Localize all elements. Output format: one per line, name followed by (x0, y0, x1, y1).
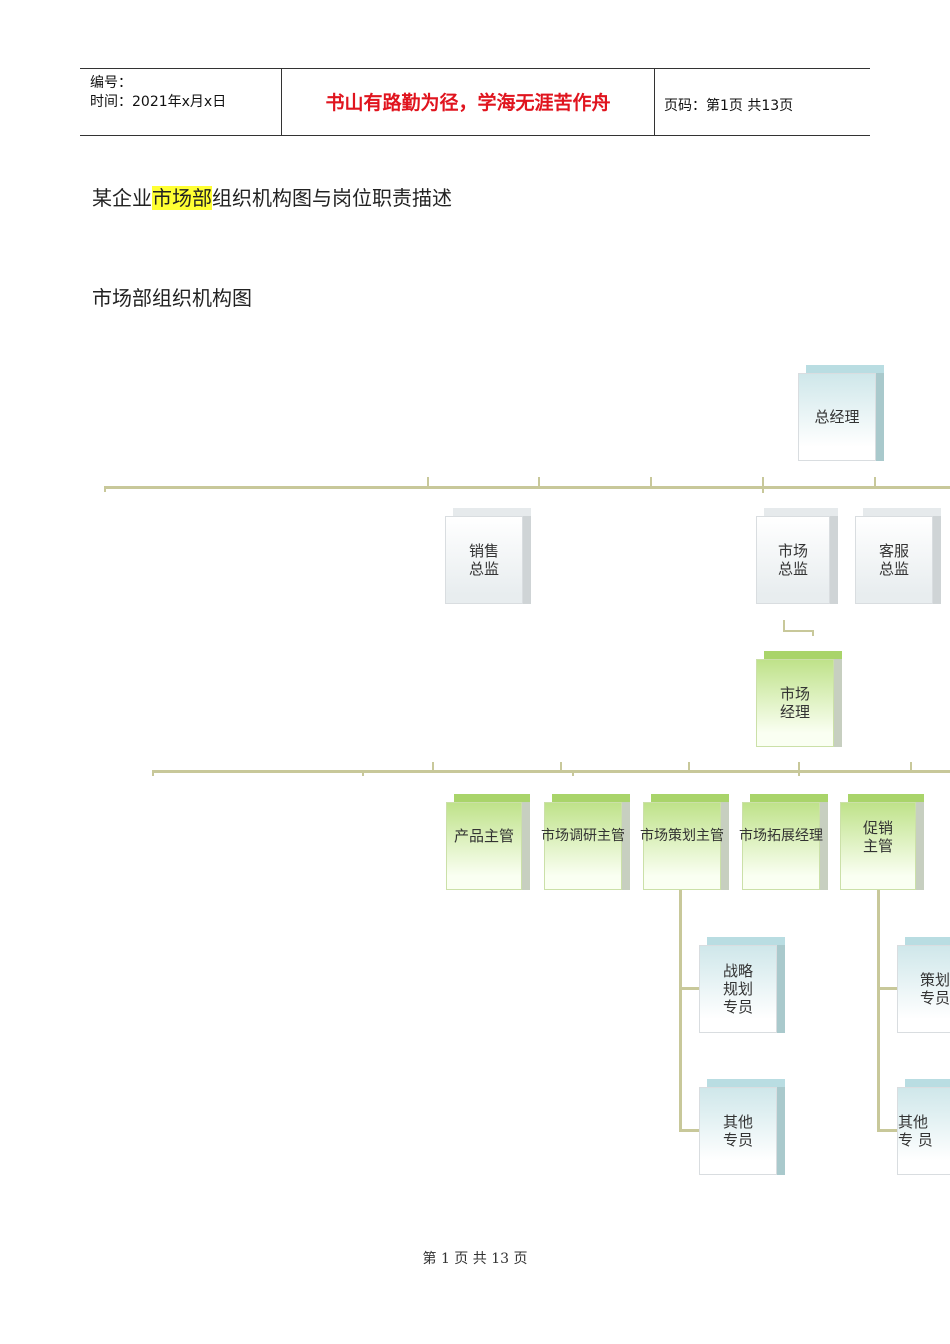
second-bar-tick (910, 762, 912, 773)
expansion-manager-label: 市场拓展经理 (739, 802, 823, 890)
director-manager-connector (783, 620, 785, 632)
second-bar-tick (572, 770, 574, 776)
planning-specialist-label: 策划 专员 (897, 945, 950, 1033)
market-manager-label: 市场 经理 (756, 659, 834, 747)
other-specialist-label: 其他 专员 (699, 1087, 777, 1175)
top-bar-tick (538, 477, 540, 489)
sales-director-label: 销售 总监 (445, 516, 523, 604)
market-manager-box: 市场 经理 (756, 651, 842, 747)
market-director-label: 市场 总监 (756, 516, 830, 604)
section-title: 市场部组织机构图 (92, 286, 252, 310)
title-prefix: 某企业 (92, 186, 152, 210)
market-director-box: 市场 总监 (756, 508, 838, 604)
title-highlight: 市场部 (152, 186, 212, 210)
gm-label: 总经理 (798, 373, 876, 461)
second-bar-tick (560, 762, 562, 773)
header-top-rule (80, 68, 870, 69)
strategy-specialist-label: 战略 规划 专员 (699, 945, 777, 1033)
top-level-bar (104, 486, 950, 489)
page-footer: 第 1 页 共 13 页 (422, 1251, 528, 1267)
promotion-specialist-trunk (877, 888, 880, 1132)
sales-director-box: 销售 总监 (445, 508, 531, 604)
second-bar-tick (432, 762, 434, 773)
second-bar-tick (798, 762, 800, 776)
second-level-bar (152, 770, 950, 773)
top-bar-tick (104, 486, 106, 492)
strategy-specialist-box: 战略 规划 专员 (699, 937, 785, 1033)
planning-lead-box: 市场策划主管 (640, 794, 729, 890)
header-page-info: 页码：第1页 共13页 (664, 98, 794, 114)
promotion-specialist-branch (877, 987, 897, 990)
product-lead-label: 产品主管 (446, 802, 522, 890)
header-number-label: 编号： (90, 75, 132, 91)
service-director-box: 客服 总监 (855, 508, 941, 604)
planning-specialist-box: 策划 专员 (897, 937, 950, 1033)
other-specialist-2-label: 其他 专 员 (897, 1087, 950, 1175)
planning-specialist-branch (679, 987, 699, 990)
research-lead-box: 市场调研主管 (541, 794, 630, 890)
promotion-lead-label: 促销 主管 (840, 802, 916, 890)
product-lead-box: 产品主管 (446, 794, 530, 890)
top-bar-tick (874, 477, 876, 489)
planning-specialist-branch (679, 1129, 699, 1132)
other-specialist-2-box: 其他 专 员 (897, 1079, 950, 1175)
planning-lead-label: 市场策划主管 (640, 802, 724, 890)
second-bar-tick (688, 762, 690, 773)
director-manager-connector (812, 630, 814, 636)
gm-box: 总经理 (798, 365, 884, 461)
planning-specialist-trunk (679, 888, 682, 1132)
header-divider-1 (281, 68, 282, 136)
expansion-manager-box: 市场拓展经理 (739, 794, 828, 890)
top-bar-tick (427, 477, 429, 489)
header-motto: 书山有路勤为径，学海无涯苦作舟 (325, 92, 611, 114)
header-divider-2 (654, 68, 655, 136)
other-specialist-box: 其他 专员 (699, 1079, 785, 1175)
promotion-specialist-branch (877, 1129, 897, 1132)
header-bottom-rule (80, 135, 870, 136)
title-suffix: 组织机构图与岗位职责描述 (212, 186, 452, 210)
second-bar-tick (362, 770, 364, 776)
header-time-label: 时间：2021年x月x日 (90, 94, 227, 110)
research-lead-label: 市场调研主管 (541, 802, 625, 890)
document-title: 某企业市场部组织机构图与岗位职责描述 (92, 182, 452, 211)
service-director-label: 客服 总监 (855, 516, 933, 604)
promotion-lead-box: 促销 主管 (840, 794, 924, 890)
top-bar-tick (762, 477, 764, 493)
second-bar-tick (152, 770, 154, 776)
director-manager-connector (783, 630, 814, 632)
top-bar-tick (650, 477, 652, 489)
